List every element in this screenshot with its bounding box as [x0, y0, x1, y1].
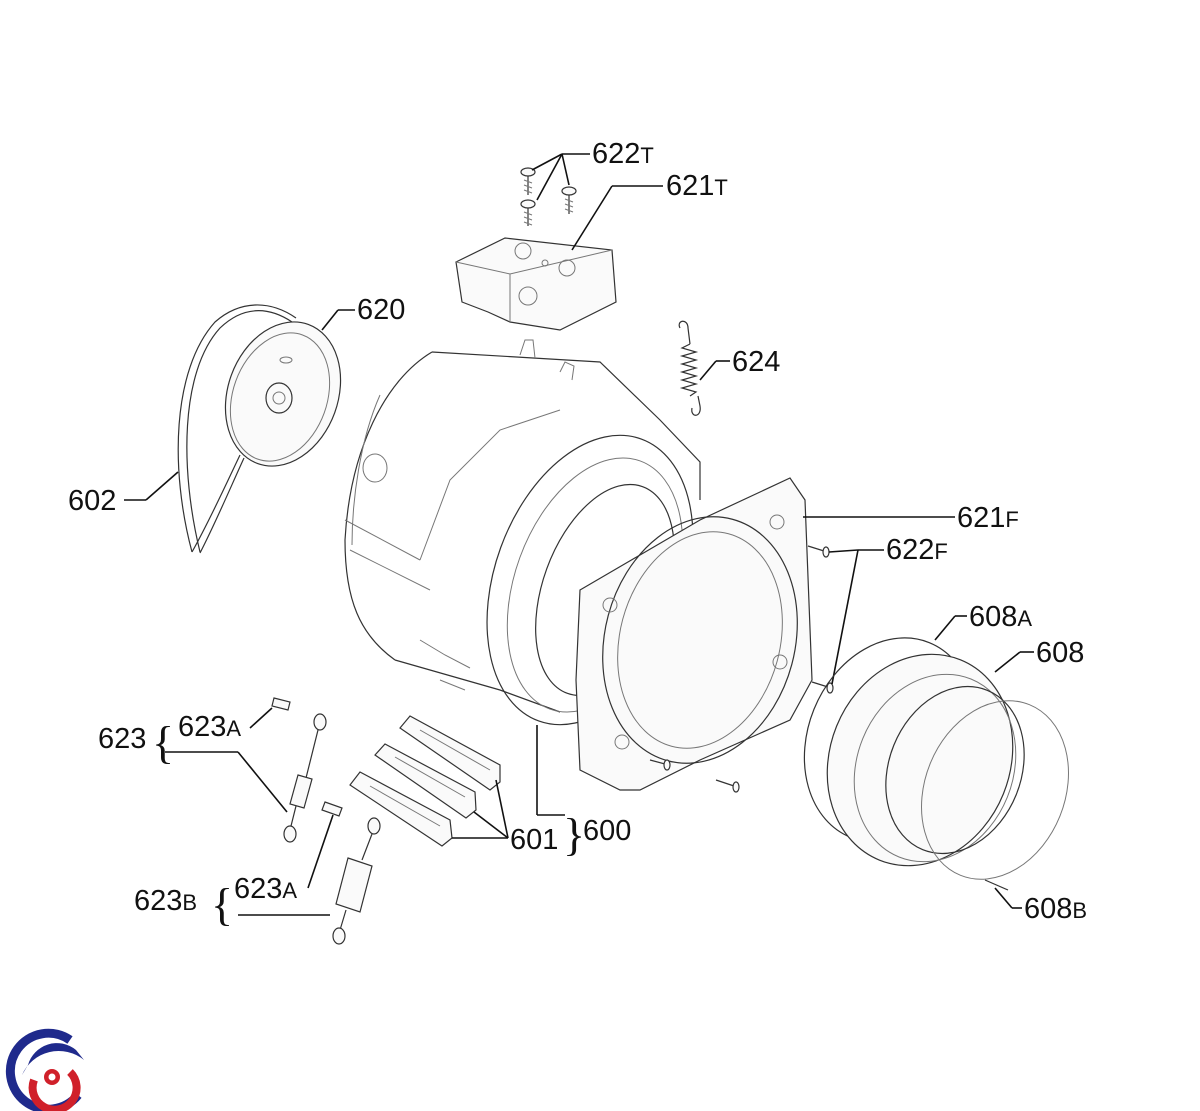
suspension-spring — [678, 320, 701, 416]
label-600: 600 — [583, 815, 631, 847]
leader-623b — [238, 814, 334, 916]
brand-logo — [5, 1028, 84, 1111]
label-623b: 623B — [134, 885, 197, 917]
label-622t: 622T — [592, 138, 654, 170]
label-608: 608 — [1036, 637, 1084, 669]
wash-tub — [344, 339, 701, 726]
leader-608a — [934, 615, 967, 641]
leader-623 — [165, 707, 288, 813]
label-622f: 622F — [886, 534, 948, 566]
drum-pulley — [224, 321, 342, 467]
screw-icon — [811, 681, 834, 694]
screw-icon — [807, 545, 830, 558]
leader-600 — [536, 725, 565, 816]
leader-624 — [699, 360, 730, 381]
leader-601 — [452, 779, 509, 839]
screw-icon — [561, 186, 577, 214]
brace-623: { — [152, 717, 174, 768]
leader-602 — [124, 471, 179, 501]
tub-front-frame — [575, 477, 813, 791]
label-623a-bottom: 623A — [234, 873, 297, 905]
top-weight-block — [455, 237, 617, 331]
brace-600: } — [563, 809, 585, 860]
label-601: 601 — [510, 824, 558, 856]
drive-belt — [177, 304, 297, 554]
label-624: 624 — [732, 346, 780, 378]
label-623: 623 — [98, 723, 146, 755]
label-620: 620 — [357, 294, 405, 326]
label-623a-top: 623A — [178, 711, 241, 743]
screw-icon — [520, 199, 536, 226]
leader-608 — [994, 651, 1034, 673]
screw-icon — [715, 779, 740, 793]
door-bellows-seal — [803, 637, 1069, 891]
screw-icon — [520, 167, 536, 195]
leader-622f — [828, 549, 884, 685]
label-621t: 621T — [666, 170, 728, 202]
label-608a: 608A — [969, 601, 1032, 633]
leader-622t — [531, 153, 590, 201]
label-621f: 621F — [957, 502, 1019, 534]
screw-icon — [649, 759, 671, 771]
leader-621t — [571, 185, 663, 251]
drum-paddles — [349, 715, 501, 847]
shock-absorber-623 — [271, 697, 327, 843]
brace-623b: { — [211, 879, 233, 930]
shock-absorber-623b — [321, 801, 381, 945]
leader-620 — [321, 309, 355, 331]
screw-622f-group — [649, 545, 834, 793]
screw-622t-group — [520, 167, 577, 226]
label-602: 602 — [68, 485, 116, 517]
label-608b: 608B — [1024, 893, 1087, 925]
leader-608b — [994, 887, 1022, 909]
